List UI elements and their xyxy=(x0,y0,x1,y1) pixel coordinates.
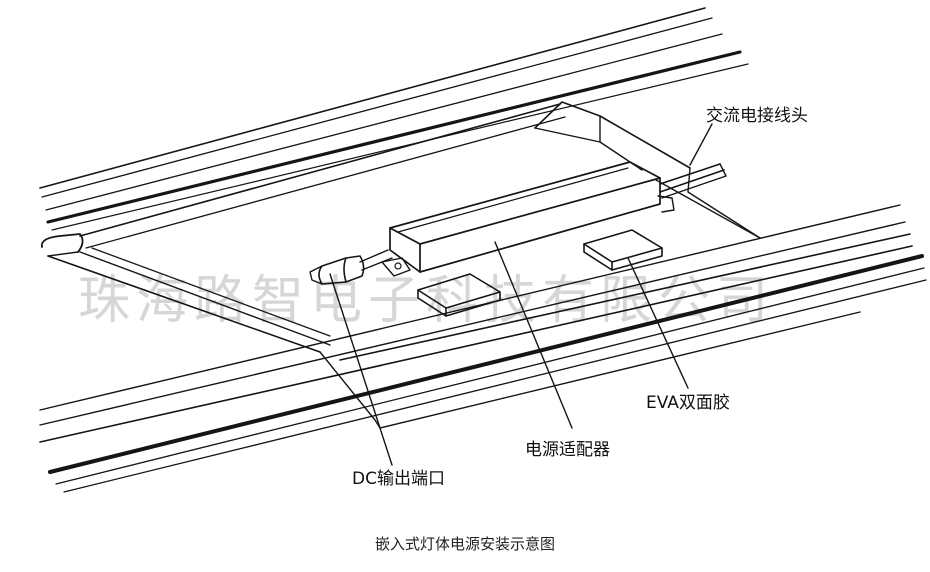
label-power-adapter: 电源适配器 xyxy=(525,440,610,460)
diagram-caption: 嵌入式灯体电源安装示意图 xyxy=(375,535,555,553)
near-rail xyxy=(39,204,927,493)
power-adapter-box xyxy=(381,161,675,277)
leader-lines xyxy=(329,123,713,466)
far-rail xyxy=(39,7,749,231)
ac-wires xyxy=(659,163,727,199)
eva-pad-right xyxy=(583,229,663,271)
fixture-channel xyxy=(40,101,761,353)
label-eva-tape: EVA双面胶 xyxy=(646,393,730,413)
label-dc-output: DC输出端口 xyxy=(352,469,445,489)
dc-cable-plug xyxy=(309,249,393,285)
label-ac-terminal: 交流电接线头 xyxy=(706,106,808,126)
eva-pad-left xyxy=(417,273,501,317)
